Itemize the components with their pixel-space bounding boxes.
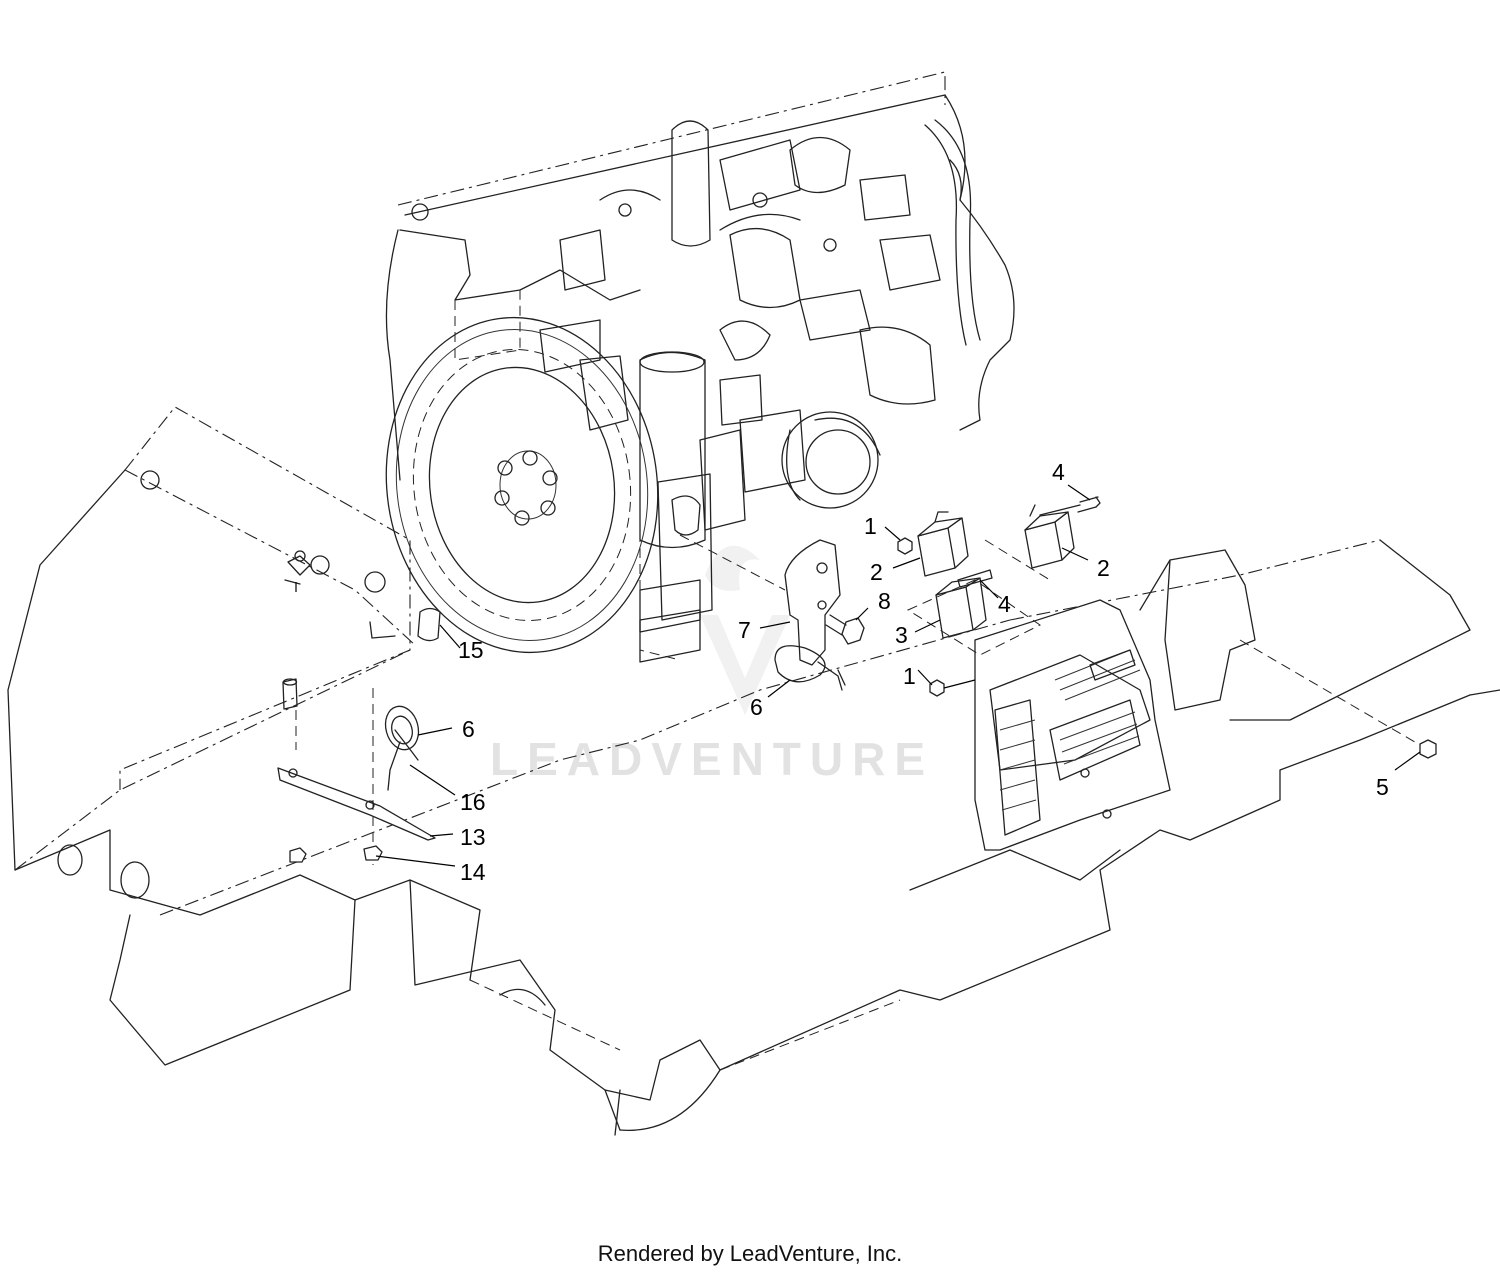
callout-16: 16 <box>460 789 486 815</box>
engine-assembly <box>385 71 1015 663</box>
callout-7: 7 <box>738 617 751 643</box>
callouts: 1 1 2 2 3 4 4 5 6 6 7 8 13 14 15 16 <box>458 459 1389 885</box>
callout-5: 5 <box>1376 774 1389 800</box>
callout-3: 3 <box>895 622 908 648</box>
callout-2: 2 <box>870 559 883 585</box>
callout-2: 2 <box>1097 555 1110 581</box>
sensor-bracket <box>679 534 865 691</box>
callout-14: 14 <box>460 859 486 885</box>
left-mount-plate <box>7 406 461 871</box>
callout-6: 6 <box>750 694 763 720</box>
callout-6: 6 <box>462 716 475 742</box>
main-frame <box>14 539 1500 1136</box>
left-sensor-assembly <box>277 678 436 865</box>
callout-13: 13 <box>460 824 486 850</box>
callout-4: 4 <box>998 591 1011 617</box>
callout-15: 15 <box>458 637 484 663</box>
relay-assemblies <box>897 496 1101 697</box>
watermark: LEADVENTURE <box>490 545 934 785</box>
callout-4: 4 <box>1052 459 1065 485</box>
ecu-module <box>974 549 1256 851</box>
footer-credit: Rendered by LeadVenture, Inc. <box>597 1241 903 1266</box>
watermark-text: LEADVENTURE <box>490 733 934 785</box>
watermark-logo <box>700 545 790 715</box>
nut-5 <box>1239 639 1437 759</box>
callout-1: 1 <box>903 663 916 689</box>
leader-lines <box>375 484 1421 867</box>
callout-1: 1 <box>864 513 877 539</box>
callout-8: 8 <box>878 588 891 614</box>
